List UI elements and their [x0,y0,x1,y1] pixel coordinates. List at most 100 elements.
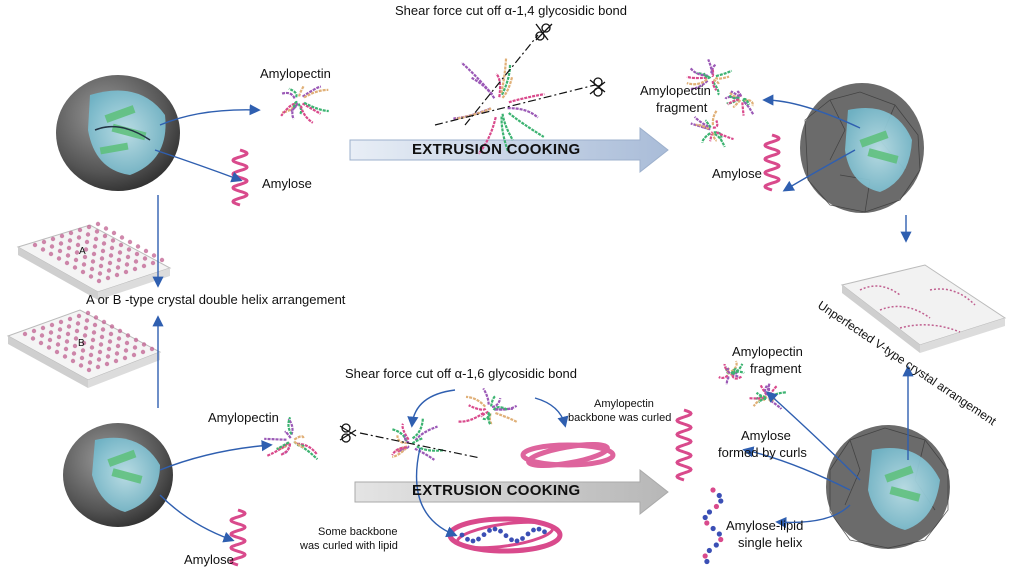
crystal-unit [74,250,80,255]
lipid-bead [702,514,708,521]
crystal-unit [56,334,62,340]
crystal-unit [72,343,78,349]
extruded-granule-top [800,83,924,213]
amylopectin-branch [743,101,755,116]
lipid-bead [470,538,476,544]
amylopectin-molecules [264,57,787,461]
plate-a [16,221,172,300]
lipid-curled-label-2: was curled with lipid [300,540,398,552]
crystal-unit [32,242,38,248]
crystal-unit [104,361,110,367]
amylopectin-branch [712,78,721,86]
amylopectin-branch [276,441,290,451]
crystal-unit [65,253,71,258]
lipid-bead [704,520,710,526]
crystal-unit [99,256,105,261]
crystal-unit [86,367,92,373]
amylopectin-branch [741,98,749,106]
lipid-bead [476,536,481,542]
scissors-icon [339,423,357,443]
lipid-bead [459,532,465,538]
curl-amylose-label-2: formed by curls [718,445,807,460]
plate-v-type [840,264,1007,353]
lipid-bead [716,492,722,499]
amylopectin-branch [686,78,708,86]
amylopectin-branch [725,376,730,385]
crystal-unit [66,324,72,329]
crystal-unit [73,336,79,341]
amylopectin-branch [289,102,298,112]
amylopectin-branch [728,94,740,100]
crystal-unit [88,274,94,279]
crystal-unit [124,340,130,346]
crystal-unit [98,263,104,269]
amylopectin-branch [713,131,723,140]
crystal-unit [49,322,55,328]
amylopectin-branch [730,360,738,373]
crystal-unit [87,360,93,365]
amylose-helix [763,133,781,192]
lipid-bead [704,558,710,565]
amylopectin-branch [471,76,496,99]
amylopectin-branch [391,446,407,456]
crystal-unit [117,250,123,255]
amylopectin-branch [287,416,293,435]
amylopectin-branch [487,413,492,426]
amylopectin-branch [495,411,518,423]
fragment-label-top-2: fragment [656,100,708,115]
amylopectin-branch [492,405,509,411]
lipid-helix-label-1: Amylose-lipid [726,518,804,533]
crystal-unit [125,254,131,260]
amylopectin-branch [465,395,487,408]
crystal-unit [49,244,55,249]
plate-b-letter: B [78,338,85,349]
crystal-unit [97,271,103,276]
shear-cut-lines-top [434,34,596,126]
crystal-unit [93,236,99,242]
crystal-unit [108,331,114,337]
crystal-unit [84,318,90,323]
crystal-unit [48,251,54,257]
crystal-unit [75,321,81,326]
crystal-unit [97,349,103,355]
crystal-unit [85,310,91,316]
amylopectin-branch [727,98,740,106]
shear-label-bottom: Shear force cut off α-1,6 glycosidic bon… [345,366,578,381]
crystal-unit [84,239,90,245]
amylopectin-branch [711,132,717,142]
lipid-bead [710,487,716,493]
crystal-unit [58,319,64,325]
amylopectin-branch [732,99,742,108]
crystal-unit [150,260,156,266]
crystal-unit [86,224,92,230]
amylopectin-branch [480,410,489,418]
lipid-bead [542,529,547,535]
crystal-unit [106,346,112,352]
amylopectin-branch [280,91,296,99]
arrangement-label: A or B -type crystal double helix arrang… [86,292,346,307]
crystal-unit [134,251,140,257]
crystal-unit [56,256,62,261]
amylopectin-branch [288,87,298,98]
amylopectin-branch [297,103,303,116]
amylopectin-branch [714,133,726,148]
crystal-unit [30,336,36,341]
lipid-bead [525,531,531,537]
amylopectin-branch [711,63,717,75]
crystal-unit [92,244,98,249]
amylopectin-branch [401,423,410,441]
fragment-label-top-1: Amylopectin [640,83,711,98]
crystal-unit [127,239,133,245]
scissors-icon [535,23,553,41]
crystal-unit [91,330,97,335]
amylopectin-branch [731,374,743,380]
crystal-unit [74,328,80,334]
amylopectin-branch [690,79,709,91]
crystal-unit [113,358,119,364]
fragment-label-bottom-2: fragment [750,361,802,376]
amylose-lipid-helix [702,487,724,565]
lipid-curled-ribbon [447,516,563,554]
amylopectin-branch [718,374,729,380]
crystal-unit [95,221,101,227]
amylopectin-branch [391,447,408,459]
